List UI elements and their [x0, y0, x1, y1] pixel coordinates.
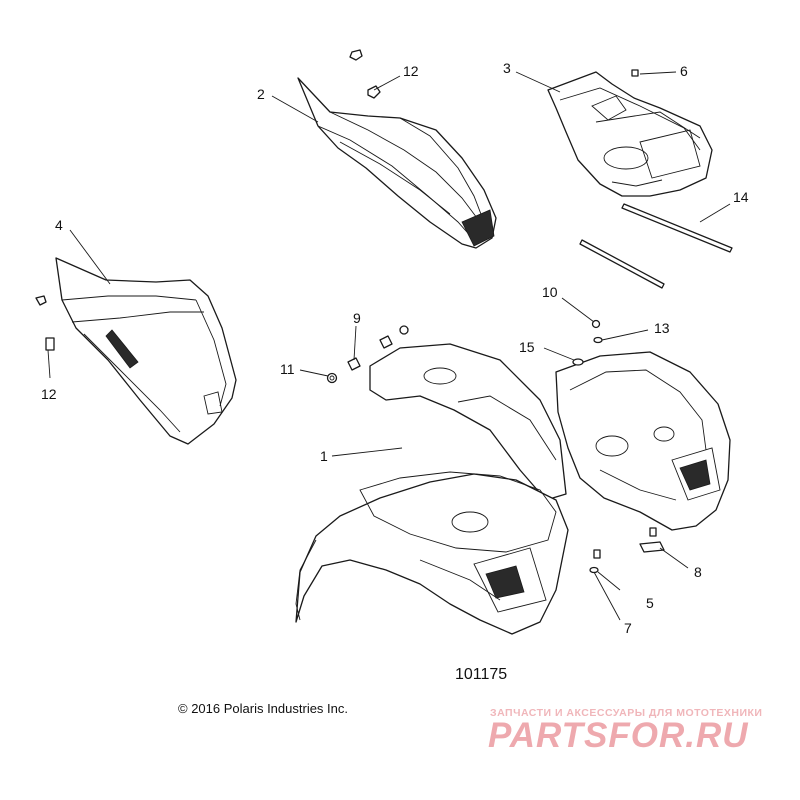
callout-4: 4 — [55, 217, 63, 233]
part-4-side-panel — [55, 257, 237, 445]
callout-2: 2 — [257, 86, 265, 102]
callout-7: 7 — [624, 620, 632, 636]
watermark-logo: PARTSFOR.RU — [488, 716, 749, 755]
hardware — [35, 49, 665, 574]
callout-11: 11 — [280, 361, 295, 377]
callout-10: 10 — [542, 284, 558, 300]
callout-9: 9 — [353, 310, 361, 326]
callout-3: 3 — [503, 60, 511, 76]
callout-12-top: 12 — [403, 63, 419, 79]
part-1-front-cab — [295, 343, 569, 635]
leader-lines — [47, 71, 731, 621]
copyright-notice: © 2016 Polaris Industries Inc. — [178, 701, 348, 716]
callout-labels: 1 2 3 4 5 6 7 8 9 10 11 12 12 13 14 15 — [41, 60, 749, 636]
part-right-storage-box — [555, 351, 731, 531]
part-3-storage-tray — [547, 71, 713, 197]
part-14-rods — [579, 203, 733, 289]
callout-15: 15 — [519, 339, 535, 355]
callout-1: 1 — [320, 448, 328, 464]
diagram-id: 101175 — [455, 666, 508, 683]
callout-5: 5 — [646, 595, 654, 611]
callout-8: 8 — [694, 564, 702, 580]
watermark-tagline: ЗАПЧАСТИ И АКСЕССУАРЫ ДЛЯ МОТОТЕХНИКИ — [490, 707, 763, 719]
part-2-side-panel — [297, 77, 497, 249]
callout-13: 13 — [654, 320, 670, 336]
callout-14: 14 — [733, 189, 749, 205]
callout-12-left: 12 — [41, 386, 57, 402]
callout-6: 6 — [680, 63, 688, 79]
